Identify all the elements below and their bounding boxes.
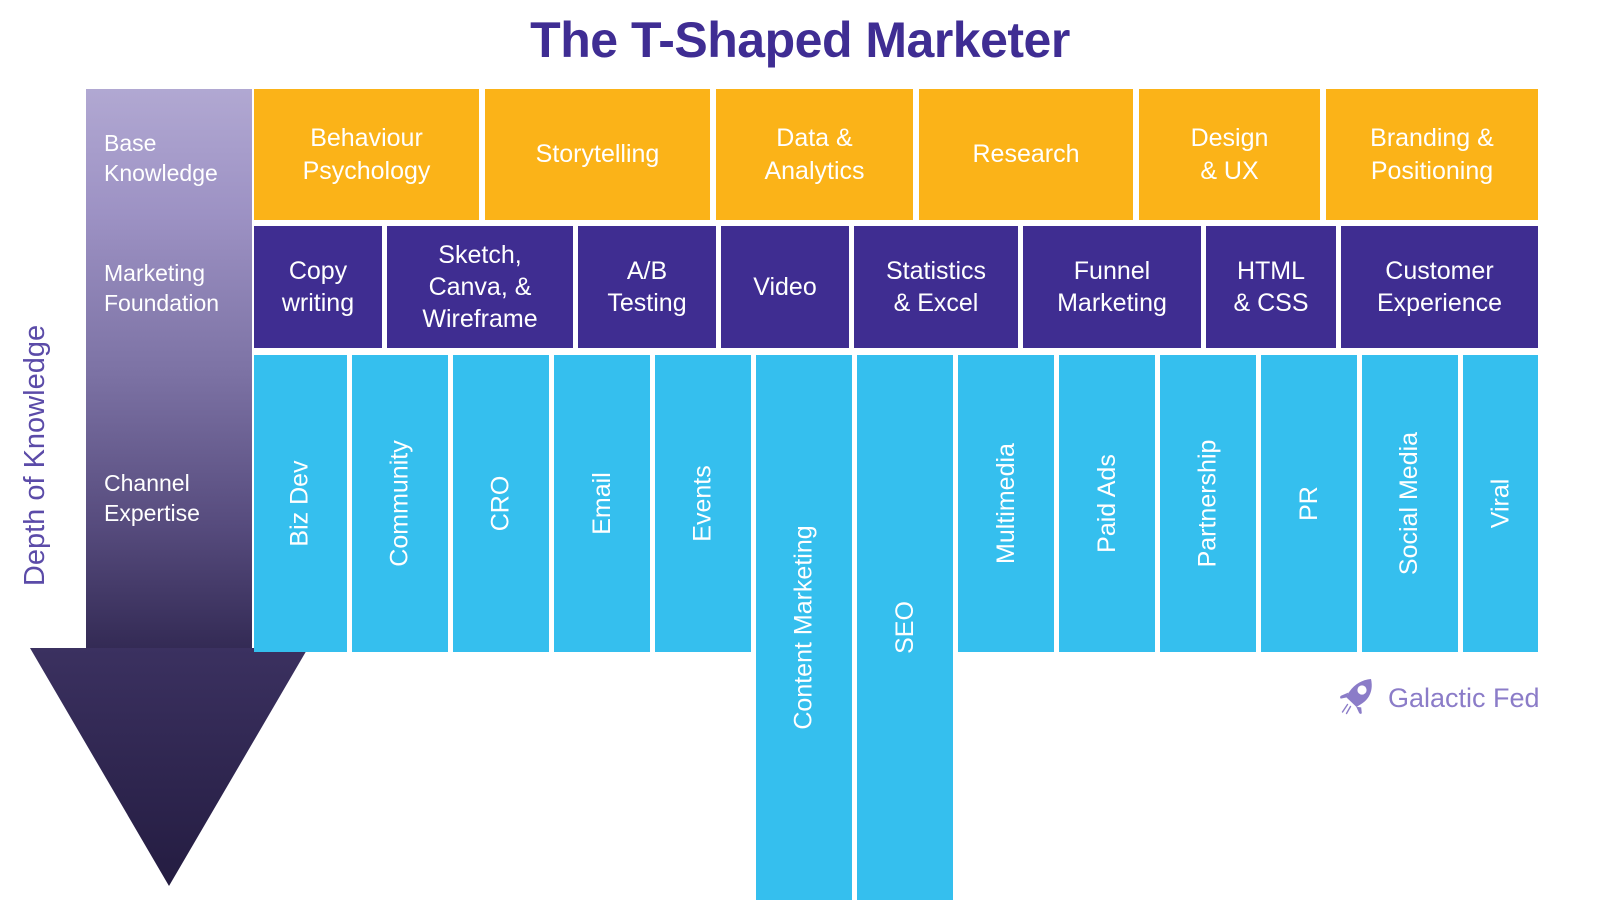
skill-label: Content Marketing <box>789 525 818 730</box>
base-skill-cell[interactable]: Branding & Positioning <box>1326 89 1538 220</box>
skill-label: Partnership <box>1193 439 1222 568</box>
tier-label-channel-expertise: Channel Expertise <box>104 468 254 528</box>
skill-label-line1: Sketch, <box>438 241 522 269</box>
channel-skill-cell[interactable]: CRO <box>453 355 549 652</box>
skill-label-line3: Wireframe <box>422 305 538 333</box>
rocket-icon <box>1337 676 1377 721</box>
base-skill-cell[interactable]: Data & Analytics <box>716 89 913 220</box>
skill-label-line1: A/B <box>626 257 668 285</box>
page-title: The T-Shaped Marketer <box>530 12 1070 68</box>
foundation-skill-cell[interactable]: A/B Testing <box>578 226 716 348</box>
tier-label-line2: Knowledge <box>104 160 218 186</box>
depth-of-knowledge-axis-label: Depth of Knowledge <box>14 285 58 625</box>
channel-skill-cell[interactable]: Paid Ads <box>1059 355 1155 652</box>
tier-label-line2: Foundation <box>104 290 220 316</box>
skill-label-line2: & Excel <box>893 289 979 317</box>
skill-label: CRO <box>486 475 515 532</box>
skill-label: PR <box>1294 486 1323 521</box>
skill-label-line2: Testing <box>607 289 687 317</box>
depth-of-knowledge-text: Depth of Knowledge <box>19 324 52 586</box>
channel-skill-cell[interactable]: PR <box>1261 355 1357 652</box>
skill-label-line1: Research <box>972 140 1080 168</box>
skill-label: Email <box>587 472 616 535</box>
skill-label-line2: Analytics <box>764 156 865 185</box>
skill-label-line1: Copy <box>288 257 348 285</box>
skill-label-line1: Customer <box>1385 257 1494 285</box>
tier-label-line1: Marketing <box>104 260 205 286</box>
skill-label-line1: Branding & <box>1370 123 1494 152</box>
skill-label-line2: Canva, & <box>428 273 532 301</box>
foundation-skill-cell[interactable]: Customer Experience <box>1341 226 1538 348</box>
skill-label-line1: Storytelling <box>535 140 660 168</box>
foundation-skill-cell[interactable]: Funnel Marketing <box>1023 226 1201 348</box>
skill-label-line2: Psychology <box>302 156 431 185</box>
skill-label-line1: Video <box>753 273 817 301</box>
skills-grid: Behaviour Psychology Storytelling Data &… <box>254 89 1538 900</box>
tier-label-base-knowledge: Base Knowledge <box>104 128 254 188</box>
depth-arrow-head-icon <box>30 648 308 888</box>
foundation-skill-cell[interactable]: Statistics & Excel <box>854 226 1018 348</box>
channel-skill-cell[interactable]: Viral <box>1463 355 1538 652</box>
channel-skill-cell[interactable]: Email <box>554 355 650 652</box>
channel-skill-cell[interactable]: Biz Dev <box>254 355 347 652</box>
base-skill-cell[interactable]: Storytelling <box>485 89 710 220</box>
tier-label-line1: Channel <box>104 470 190 496</box>
skill-label-line2: Experience <box>1376 289 1503 317</box>
skill-label-line2: & CSS <box>1233 289 1309 317</box>
depth-arrow-shaft <box>86 89 252 650</box>
skill-label-line2: writing <box>281 289 355 317</box>
channel-skill-cell[interactable]: Events <box>655 355 751 652</box>
logo-text: Galactic Fed <box>1388 683 1540 713</box>
skill-label-line1: Funnel <box>1073 257 1151 285</box>
foundation-skill-cell[interactable]: Video <box>721 226 849 348</box>
skill-label: Paid Ads <box>1092 454 1121 553</box>
skill-label-line2: Marketing <box>1057 289 1167 317</box>
base-skill-cell[interactable]: Behaviour Psychology <box>254 89 479 220</box>
skill-label-line1: Behaviour <box>310 123 423 152</box>
skill-label-line1: Design <box>1190 123 1269 152</box>
channel-skill-cell[interactable]: Social Media <box>1362 355 1458 652</box>
base-skill-cell[interactable]: Research <box>919 89 1133 220</box>
tier-label-line2: Expertise <box>104 500 200 526</box>
foundation-skill-cell[interactable]: Sketch, Canva, & Wireframe <box>387 226 573 348</box>
skill-label: Community <box>385 440 414 567</box>
channel-skill-cell[interactable]: Partnership <box>1160 355 1256 652</box>
skill-label: Biz Dev <box>285 460 314 547</box>
skill-label-line1: Data & <box>776 123 853 152</box>
channel-skill-cell[interactable]: Community <box>352 355 448 652</box>
skill-label: SEO <box>890 601 919 654</box>
skill-label-line2: Positioning <box>1370 156 1494 185</box>
skill-label-line1: Statistics <box>885 257 987 285</box>
channel-skill-cell[interactable]: Content Marketing <box>756 355 852 900</box>
skill-label-line2: & UX <box>1200 156 1259 185</box>
base-skill-cell[interactable]: Design & UX <box>1139 89 1320 220</box>
channel-skill-cell[interactable]: SEO <box>857 355 953 900</box>
foundation-skill-cell[interactable]: HTML & CSS <box>1206 226 1336 348</box>
skill-label: Multimedia <box>991 443 1020 564</box>
channel-skill-cell[interactable]: Multimedia <box>958 355 1054 652</box>
foundation-skill-cell[interactable]: Copy writing <box>254 226 382 348</box>
tier-label-marketing-foundation: Marketing Foundation <box>104 258 254 318</box>
skill-label-line1: HTML <box>1236 257 1306 285</box>
tier-label-line1: Base <box>104 130 157 156</box>
skill-label: Viral <box>1486 478 1514 529</box>
galactic-fed-logo[interactable]: Galactic Fed <box>1337 676 1540 721</box>
skill-label: Social Media <box>1395 431 1424 576</box>
skill-label: Events <box>688 465 717 542</box>
